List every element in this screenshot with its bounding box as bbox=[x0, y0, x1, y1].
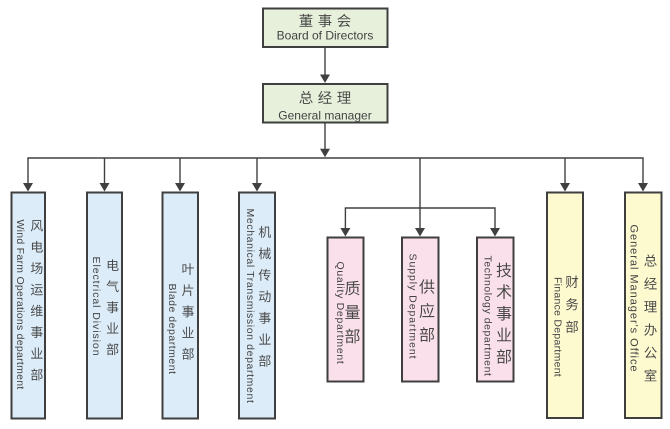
svg-text:Electrical Division: Electrical Division bbox=[90, 257, 102, 357]
svg-text:Quality Department: Quality Department bbox=[334, 261, 346, 364]
svg-text:Finance Department: Finance Department bbox=[552, 277, 564, 377]
svg-text:Wind Farm Operations departmen: Wind Farm Operations department bbox=[14, 219, 26, 389]
svg-text:Blade department: Blade department bbox=[166, 283, 178, 374]
svg-text:Technology department: Technology department bbox=[482, 256, 494, 377]
svg-text:Board of Directors: Board of Directors bbox=[277, 29, 374, 43]
svg-text:General manager: General manager bbox=[278, 109, 371, 123]
svg-text:Mechanical Transmission depart: Mechanical Transmission department bbox=[244, 209, 256, 404]
svg-text:Supply Department: Supply Department bbox=[407, 253, 419, 359]
svg-text:General Manager's Office: General Manager's Office bbox=[628, 224, 640, 372]
